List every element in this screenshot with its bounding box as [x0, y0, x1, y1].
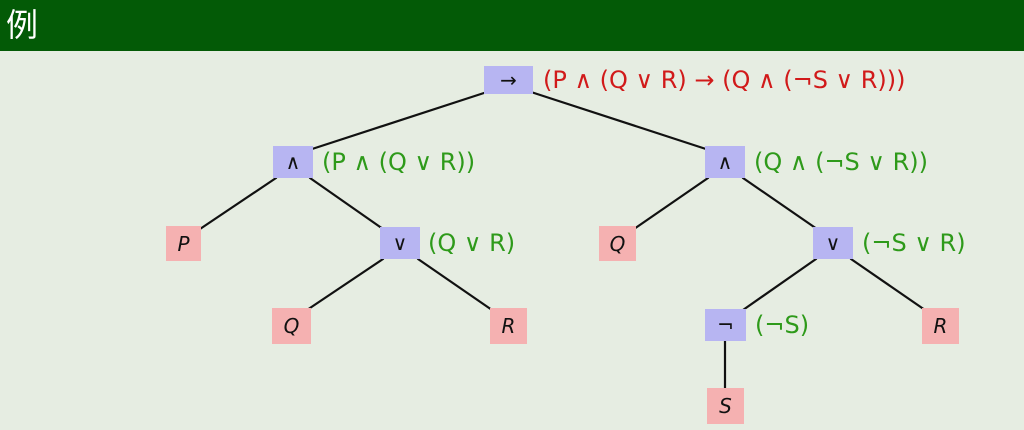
edge-left-and-p — [198, 176, 278, 231]
slide-header: 例 — [0, 0, 1024, 51]
leaf-s-symbol: S — [719, 394, 732, 418]
left-or-formula-label: (Q ∨ R) — [428, 229, 516, 257]
edge-right-or-r — [849, 257, 927, 312]
right-and-symbol: ∧ — [717, 150, 733, 174]
left-or-node: ∨ — [380, 227, 420, 259]
root-formula-label: (P ∧ (Q ∨ R) → (Q ∧ (¬S ∨ R))) — [543, 66, 906, 94]
root-implies-node: → — [484, 66, 533, 94]
edge-left-and-left-or — [308, 176, 385, 231]
not-symbol: ¬ — [717, 313, 734, 337]
left-and-node: ∧ — [273, 146, 313, 178]
leaf-q-left-node: Q — [272, 308, 311, 344]
edge-right-and-q — [632, 176, 710, 231]
leaf-r-left-symbol: R — [501, 314, 516, 338]
left-and-symbol: ∧ — [285, 150, 301, 174]
not-formula-label: (¬S) — [755, 311, 810, 339]
edge-right-or-not — [741, 257, 818, 312]
edge-left-or-q — [305, 257, 385, 312]
right-or-formula-label: (¬S ∨ R) — [862, 229, 966, 257]
leaf-r-left-node: R — [490, 308, 527, 344]
edge-root-left-and — [307, 90, 489, 152]
left-and-formula-label: (P ∧ (Q ∨ R)) — [322, 148, 476, 176]
leaf-s-node: S — [707, 388, 744, 424]
leaf-q-right-node: Q — [599, 226, 636, 261]
right-or-node: ∨ — [813, 227, 853, 259]
not-node: ¬ — [705, 309, 746, 341]
leaf-r-right-node: R — [922, 308, 959, 344]
leaf-r-right-symbol: R — [933, 314, 948, 338]
leaf-p-symbol: P — [177, 231, 190, 256]
root-implies-symbol: → — [500, 68, 517, 92]
edge-root-right-and — [529, 90, 711, 152]
edge-left-or-r — [416, 257, 494, 312]
right-and-node: ∧ — [705, 146, 745, 178]
edge-right-and-right-or — [741, 176, 819, 231]
leaf-q-right-symbol: Q — [609, 231, 626, 256]
right-and-formula-label: (Q ∧ (¬S ∨ R)) — [754, 148, 929, 176]
leaf-p-node: P — [166, 226, 201, 261]
right-or-symbol: ∨ — [825, 231, 841, 255]
leaf-q-left-symbol: Q — [283, 314, 300, 338]
left-or-symbol: ∨ — [392, 231, 408, 255]
slide-title: 例 — [6, 6, 39, 44]
